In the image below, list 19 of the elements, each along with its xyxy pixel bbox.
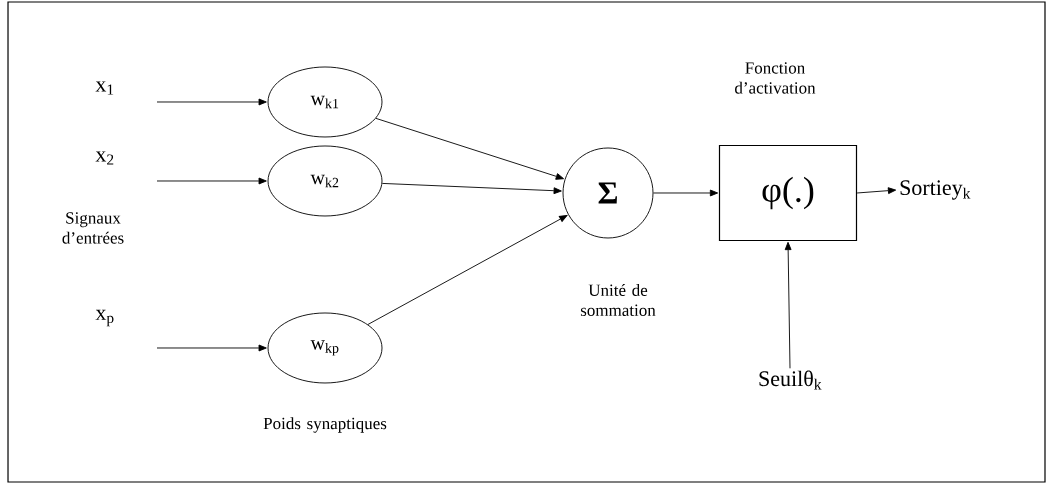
input-label: x$_{1}$ [95, 81, 114, 95]
weight-caption: Poids synaptiques [263, 417, 387, 433]
arrow [784, 241, 792, 369]
summation-caption: Unité de sommation [580, 284, 656, 316]
arrow [856, 187, 897, 195]
arrow [156, 344, 267, 352]
arrow [367, 214, 568, 325]
arrow [381, 182, 562, 195]
arrow [156, 98, 267, 106]
input-label: x$_{2}$ [95, 151, 114, 165]
input-label: x$_{p}$ [95, 309, 114, 327]
arrow [653, 189, 719, 197]
input-caption: Signaux d’entrées [62, 212, 124, 244]
arrow [156, 177, 267, 185]
output-label: Sortiey$_{k}$ [900, 180, 971, 200]
activation-box: φ(.) [718, 144, 858, 242]
threshold-label: Seuilθ$_{k}$ [759, 370, 822, 390]
activation-caption: Fonction d’activation [735, 62, 816, 94]
arrow [375, 117, 564, 180]
